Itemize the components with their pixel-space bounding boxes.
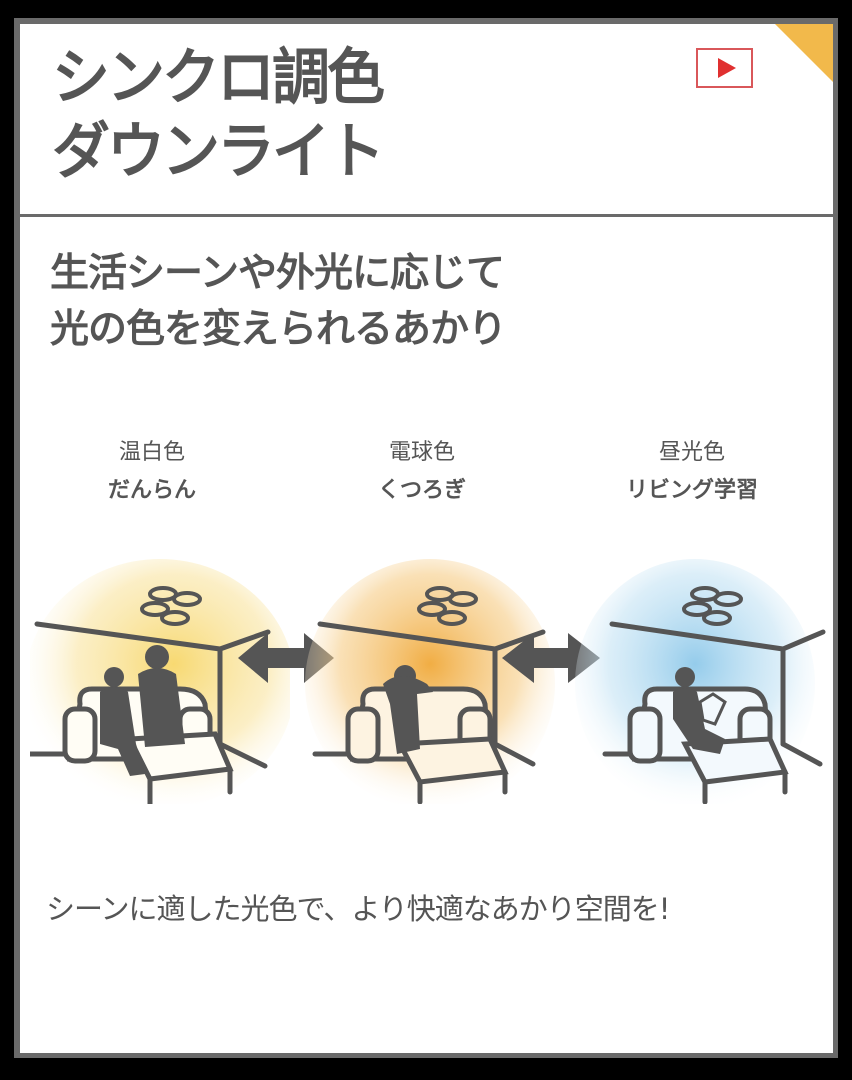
scene-use: くつろぎ — [377, 478, 466, 503]
content-panel: シンクロ調色 ダウンライト 生活シーンや外光に応じて 光の色を変えられるあかり … — [20, 24, 833, 1053]
subtitle: 生活シーンや外光に応じて 光の色を変えられるあかり — [50, 246, 507, 358]
scene-mode: 温白色 — [118, 440, 185, 465]
subtitle-line-1: 生活シーンや外光に応じて — [50, 251, 505, 296]
title-line-2: ダウンライト — [52, 115, 385, 187]
family-on-sofa-illustration — [30, 559, 290, 804]
scene-label-bulb-color: 電球色 くつろぎ — [312, 434, 532, 510]
scene-label-warm-white: 温白色 だんらん — [42, 434, 262, 510]
title-line-1: シンクロ調色 — [52, 41, 385, 113]
play-icon — [718, 58, 736, 78]
corner-ribbon — [775, 24, 833, 82]
page-title: シンクロ調色 ダウンライト — [52, 41, 385, 188]
ceiling-lights-icon — [140, 586, 202, 626]
scene-use: だんらん — [107, 478, 196, 503]
scene-label-daylight: 昼光色 リビング学習 — [582, 434, 802, 510]
ceiling-lights-icon — [417, 586, 478, 626]
reading-person-illustration — [575, 559, 826, 804]
double-arrow-icon — [502, 633, 600, 687]
play-video-button[interactable] — [696, 48, 753, 88]
scene-mode: 昼光色 — [658, 440, 725, 465]
relaxing-person-illustration — [305, 559, 555, 804]
subtitle-line-2: 光の色を変えられるあかり — [50, 307, 507, 352]
scene-use: リビング学習 — [625, 478, 758, 503]
scene-mode: 電球色 — [388, 440, 455, 465]
ceiling-lights-icon — [682, 586, 743, 626]
header-divider — [20, 214, 833, 217]
footer-tagline: シーンに適した光色で、より快適なあかり空間を! — [46, 892, 670, 926]
